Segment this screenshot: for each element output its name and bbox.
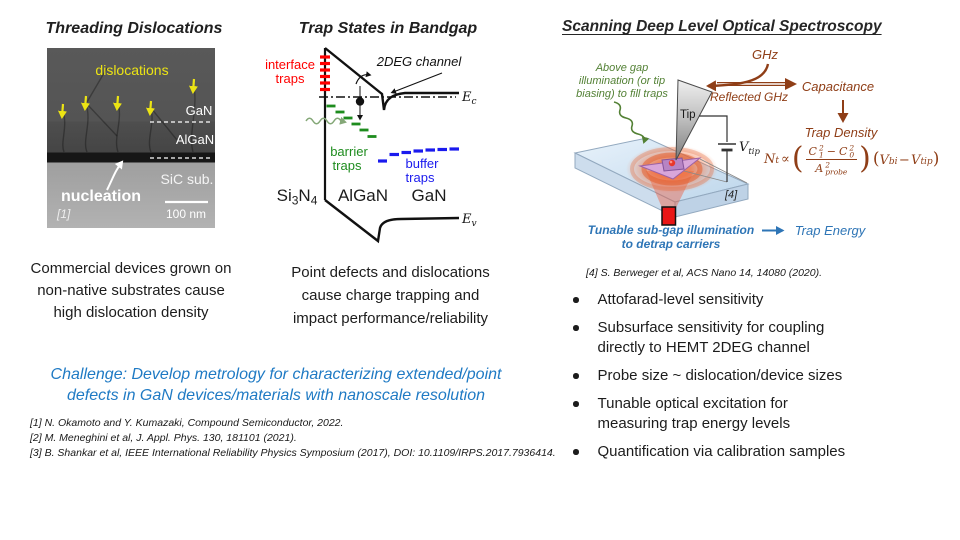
barrier-trap-states bbox=[326, 104, 377, 138]
bullet-text: Tunable optical excitation for measuring… bbox=[597, 395, 791, 432]
trap-density-label: Trap Density bbox=[805, 125, 879, 140]
column2-title: Trap States in Bandgap bbox=[298, 20, 478, 37]
contact-wires bbox=[683, 158, 748, 184]
tem-citation-label: [1] bbox=[56, 207, 71, 221]
sub-gap-light-source bbox=[661, 206, 677, 226]
ev-label: Ev bbox=[461, 212, 477, 229]
interface-dashed-lines bbox=[150, 121, 213, 159]
tunable-label-1: Tunable sub-gap illumination bbox=[588, 223, 754, 237]
buffer-traps-label-2: traps bbox=[406, 170, 435, 185]
interface-traps-label-1: interface bbox=[265, 57, 315, 72]
si3n4-label: Si3N4 bbox=[277, 186, 318, 208]
vtip-label: Vtip bbox=[739, 140, 761, 157]
bullet-text: Attofarad-level sensitivity bbox=[597, 291, 764, 308]
bullet-item: Probe size ~ dislocation/device sizes bbox=[570, 366, 915, 386]
column1-caption: Commercial devices grown on non-native s… bbox=[30, 260, 232, 321]
column3-title: Scanning Deep Level Optical Spectroscopy bbox=[562, 18, 882, 35]
scale-label: 100 nm bbox=[166, 207, 206, 221]
valence-band bbox=[324, 199, 460, 244]
bullet-dot bbox=[573, 401, 579, 407]
barrier-traps-label-1: barrier bbox=[330, 144, 368, 159]
tem-image: dislocations GaN AlGaN SiC sub. nucleati… bbox=[47, 48, 215, 228]
bullet-text: Subsurface sensitivity for coupling dire… bbox=[597, 319, 825, 356]
formula-open-paren: ( bbox=[791, 140, 804, 176]
column1-title: Threading Dislocations bbox=[45, 20, 223, 37]
probe-tip bbox=[675, 79, 713, 161]
dislocation-arrows bbox=[57, 78, 198, 119]
tip-label: Tip bbox=[680, 109, 696, 121]
nucleation-label: nucleation bbox=[61, 188, 141, 205]
above-gap-label-1: Above gap bbox=[595, 62, 649, 74]
bullet-item: Tunable optical excitation for measuring… bbox=[570, 394, 915, 434]
band-diagram: interface traps 2DEG channel Ec Ev barri… bbox=[265, 47, 477, 244]
sdlos-diagram: Tip Vtip GHz Reflected GHz Capacitance T… bbox=[573, 47, 879, 251]
two-deg-curved-arrow bbox=[355, 71, 372, 85]
bullet-dot bbox=[573, 297, 579, 303]
electron-dot bbox=[355, 97, 365, 106]
bullet-text: Quantification via calibration samples bbox=[597, 443, 846, 460]
bullet-item: Attofarad-level sensitivity bbox=[570, 290, 915, 310]
barrier-traps-label-2: traps bbox=[333, 158, 362, 173]
bias-circuit bbox=[699, 115, 736, 182]
bullet-dot bbox=[573, 325, 579, 331]
two-deg-pointer-arrow bbox=[390, 72, 443, 94]
gan-label: GaN bbox=[412, 186, 447, 205]
buffer-traps-label-1: buffer bbox=[405, 156, 439, 171]
formula-propto: ∝ bbox=[781, 152, 790, 167]
above-gap-label-2: illumination (or tip bbox=[579, 75, 665, 87]
above-gap-wavy-arrow bbox=[613, 101, 650, 144]
bullet-item: Quantification via calibration samples bbox=[570, 442, 915, 462]
bullet-item: Subsurface sensitivity for coupling dire… bbox=[570, 318, 915, 358]
ec-label: Ec bbox=[461, 90, 477, 107]
column2-caption: Point defects and dislocations cause cha… bbox=[291, 264, 490, 327]
capacitance-label: Capacitance bbox=[802, 79, 874, 94]
nucleation-arrow bbox=[106, 160, 124, 191]
algan-label: AlGaN bbox=[338, 186, 388, 205]
trap-energy-label: Trap Energy bbox=[795, 223, 867, 238]
gan-label: GaN bbox=[186, 103, 213, 118]
sic-label: SiC sub. bbox=[161, 171, 214, 187]
bullet-text: Probe size ~ dislocation/device sizes bbox=[597, 367, 843, 384]
reflected-ghz-label: Reflected GHz bbox=[710, 90, 788, 104]
conduction-band bbox=[324, 47, 459, 111]
sdlos-citation-label: [4] bbox=[724, 189, 738, 201]
above-gap-label-3: biasing) to fill traps bbox=[576, 88, 668, 100]
formula-lhs: Nt bbox=[764, 152, 779, 167]
column3-citation: [4] S. Berweger et al, ACS Nano 14, 1408… bbox=[586, 267, 822, 279]
buffer-trap-states bbox=[378, 147, 459, 163]
bullet-dot bbox=[573, 449, 579, 455]
challenge-statement: Challenge: Develop metrology for charact… bbox=[50, 366, 502, 404]
two-deg-label: 2DEG channel bbox=[376, 54, 463, 69]
algan-label: AlGaN bbox=[176, 132, 214, 147]
tunable-label-2: to detrap carriers bbox=[622, 237, 721, 251]
photon-wavy-arrow bbox=[305, 116, 347, 125]
interface-trap-states bbox=[320, 55, 330, 92]
interface-traps-label-2: traps bbox=[276, 71, 305, 86]
feature-bullet-list: Attofarad-level sensitivity Subsurface s… bbox=[570, 290, 915, 470]
bullet-dot bbox=[573, 373, 579, 379]
device-structure bbox=[638, 157, 702, 180]
reflected-ghz-arrow bbox=[717, 78, 797, 90]
ghz-label: GHz bbox=[752, 47, 779, 62]
reference-list: [1] N. Okamoto and Y. Kumazaki, Compound… bbox=[30, 417, 556, 459]
formula-close-paren: ) bbox=[859, 140, 871, 176]
tem-annotations: dislocations GaN AlGaN SiC sub. nucleati… bbox=[56, 62, 214, 221]
formula-voltage-term: (Vbi − Vtip) bbox=[872, 149, 940, 169]
dislocations-label: dislocations bbox=[95, 62, 168, 78]
